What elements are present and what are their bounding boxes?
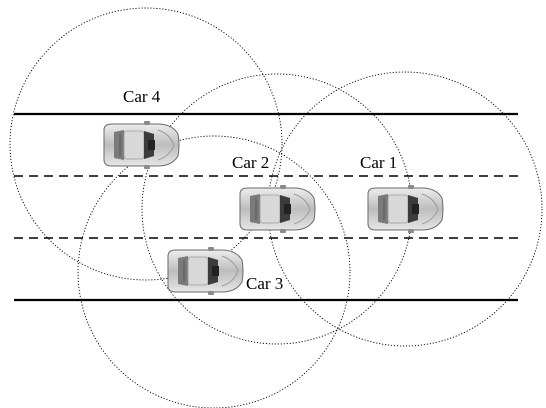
car-icon [167,246,244,296]
car-label: Car 4 [123,87,161,106]
car-3 [167,246,244,296]
car-icon [239,184,316,234]
car-label: Car 2 [232,153,269,172]
range-circle-car4 [9,7,283,281]
range-circle-car1 [267,71,543,347]
car-2 [239,184,316,234]
range-circle-car3 [77,135,351,408]
car-label: Car 3 [246,274,283,293]
car-label: Car 1 [360,153,397,172]
car-icon [103,120,180,170]
car-icon [367,184,444,234]
road [14,112,518,302]
car-4 [103,120,180,170]
car-1 [367,184,444,234]
